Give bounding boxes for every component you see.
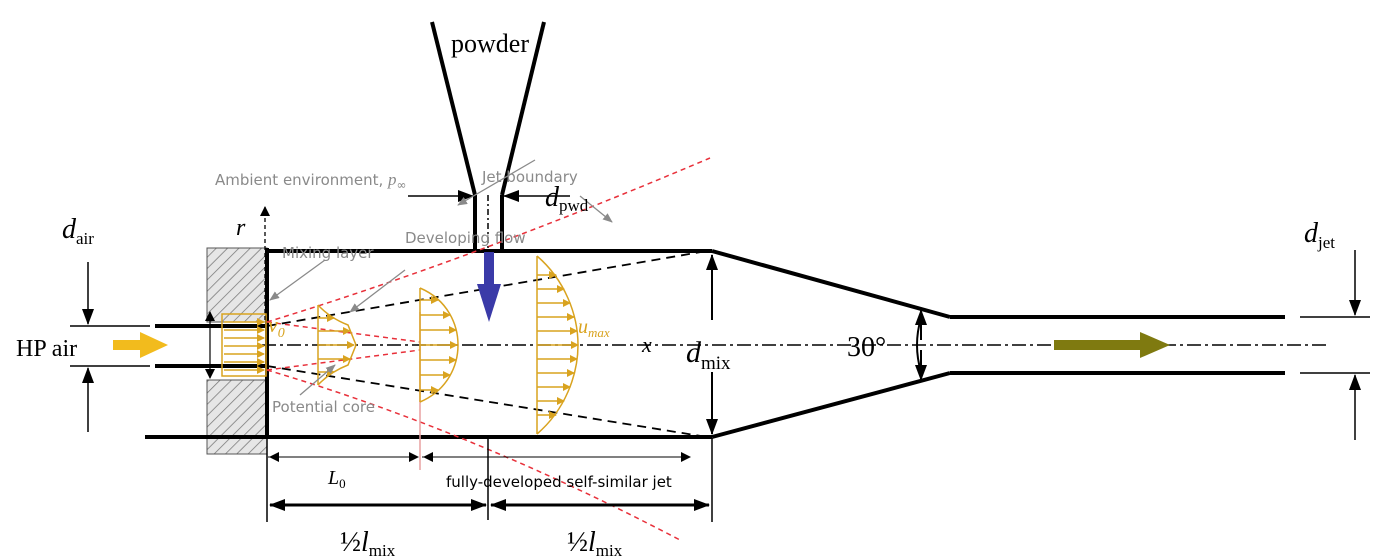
extension-lines: [266, 438, 713, 522]
d-mix-label: dmix: [686, 336, 731, 374]
mixing-layer-label: Mixing layer: [282, 244, 374, 262]
r-label: r: [236, 215, 246, 241]
velocity-profile-developed: [536, 255, 579, 435]
v0-label: v0: [268, 312, 285, 341]
mixing-chamber: [145, 248, 1285, 439]
half-lmix-label-2: ½lmix: [567, 527, 623, 559]
velocity-profile-transition: [419, 287, 459, 403]
L0-label: L0: [327, 467, 346, 491]
powder-funnel: [430, 21, 546, 251]
velocity-profile-core: [317, 304, 357, 386]
d-jet-dimension: [1300, 250, 1370, 440]
x-label: x: [641, 332, 652, 357]
half-lmix-label-1: ½lmix: [340, 527, 396, 559]
angle-dimension: [915, 309, 927, 381]
inlet-block-bottom: [206, 379, 268, 455]
d-pwd-label: dpwd: [545, 182, 589, 215]
angle-label: 30°: [847, 332, 886, 363]
outlet-arrow: [1054, 332, 1170, 358]
u-max-label: umax: [578, 316, 610, 340]
potential-core-label: Potential core: [272, 398, 375, 416]
developing-flow-label: Developing flow: [405, 229, 526, 247]
d-jet-label: djet: [1304, 218, 1335, 252]
ambient-label: Ambient environment, p∞: [215, 170, 407, 192]
fully-developed-label: fully-developed self-similar jet: [446, 473, 672, 491]
d-air-dimension: [70, 262, 150, 432]
powder-label: powder: [451, 29, 529, 58]
velocity-profile-inlet: [221, 313, 267, 377]
hp-air-label: HP air: [16, 336, 77, 362]
inlet-pipe: [155, 324, 267, 368]
jet-boundary-label: Jet boundary: [481, 168, 578, 186]
jet-boundary-lines: [266, 157, 711, 541]
powder-inlet-arrow: [477, 252, 501, 322]
inlet-block-top: [206, 247, 268, 323]
d-air-label: dair: [62, 214, 94, 248]
annotation-leaders: [269, 159, 613, 396]
air-inlet-arrow: [113, 332, 168, 358]
